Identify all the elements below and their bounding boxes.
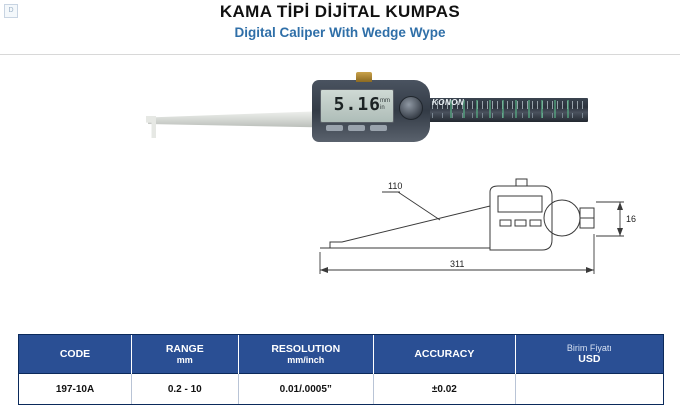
column-header-range-label: RANGE (165, 343, 204, 355)
column-header-code: CODE (19, 335, 132, 374)
column-header-range: RANGE mm (131, 335, 239, 374)
drawing-button-2 (514, 219, 527, 227)
column-header-price-label: Birim Fiyatı (566, 343, 612, 353)
button-on-off (326, 125, 343, 131)
cell-resolution: 0.01/.0005” (238, 373, 374, 404)
column-header-accuracy-label: ACCURACY (414, 348, 475, 360)
corner-mark: D (4, 4, 18, 18)
spec-table: CODE RANGE mm RESOLUTION mm/inch ACCURAC… (18, 334, 664, 405)
lcd-unit-in: in (380, 105, 385, 111)
page-header: D KAMA TİPİ DİJİTAL KUMPAS Digital Calip… (0, 0, 680, 56)
product-photo: 5.16 mm in KONON (120, 70, 590, 165)
column-header-accuracy: ACCURACY (373, 335, 516, 374)
button-zero (348, 125, 365, 131)
brand-label: KONON (432, 98, 465, 107)
page-title: KAMA TİPİ DİJİTAL KUMPAS (219, 2, 461, 21)
drawing-screw-outline (515, 178, 528, 187)
column-header-price: Birim Fiyatı USD (515, 335, 663, 374)
lcd-reading: 5.16 (333, 94, 381, 115)
thumb-wheel-icon (399, 96, 423, 120)
drawing-arrow-left (320, 267, 328, 273)
column-header-resolution-unit: mm/inch (287, 355, 325, 365)
drawing-leader-110 (397, 191, 441, 221)
page-subtitle: Digital Caliper With Wedge Wype (234, 25, 446, 40)
lcd-unit-labels: mm in (380, 98, 390, 112)
column-header-resolution-label: RESOLUTION (271, 343, 341, 355)
column-header-range-unit: mm (176, 355, 193, 365)
drawing-wedge-outline (320, 205, 491, 249)
column-header-code-label: CODE (59, 348, 91, 360)
table-header-row: CODE RANGE mm RESOLUTION mm/inch ACCURAC… (19, 335, 663, 374)
cell-price (515, 373, 663, 404)
cell-accuracy: ±0.02 (373, 373, 516, 404)
dim-label-110: 110 (388, 181, 402, 191)
drawing-button-3 (529, 219, 542, 227)
drawing-wheel-outline (543, 199, 581, 237)
drawing-arrow-right (586, 267, 594, 273)
drawing-lcd-outline (497, 195, 543, 213)
drawing-button-1 (499, 219, 512, 227)
technical-drawing: 110 311 16 (290, 178, 660, 288)
cell-code: 197-10A (19, 373, 132, 404)
dim-label-311: 311 (450, 259, 464, 269)
table-row: 197-10A 0.2 - 10 0.01/.0005” ±0.02 (19, 373, 663, 404)
drawing-head-outline (489, 185, 553, 251)
header-divider (0, 54, 680, 55)
lcd-display: 5.16 mm in (320, 89, 394, 123)
beam-green-marks (450, 100, 580, 118)
drawing-arrow-top (617, 202, 623, 210)
wedge-blade-tip (146, 116, 156, 138)
lcd-unit-mm: mm (380, 98, 390, 104)
cell-range: 0.2 - 10 (131, 373, 239, 404)
thumb-screw-icon (356, 72, 372, 82)
dim-label-16: 16 (626, 214, 636, 224)
column-header-price-currency: USD (578, 353, 601, 365)
button-unit (370, 125, 387, 131)
drawing-arrow-bottom (617, 228, 623, 236)
column-header-resolution: RESOLUTION mm/inch (238, 335, 374, 374)
